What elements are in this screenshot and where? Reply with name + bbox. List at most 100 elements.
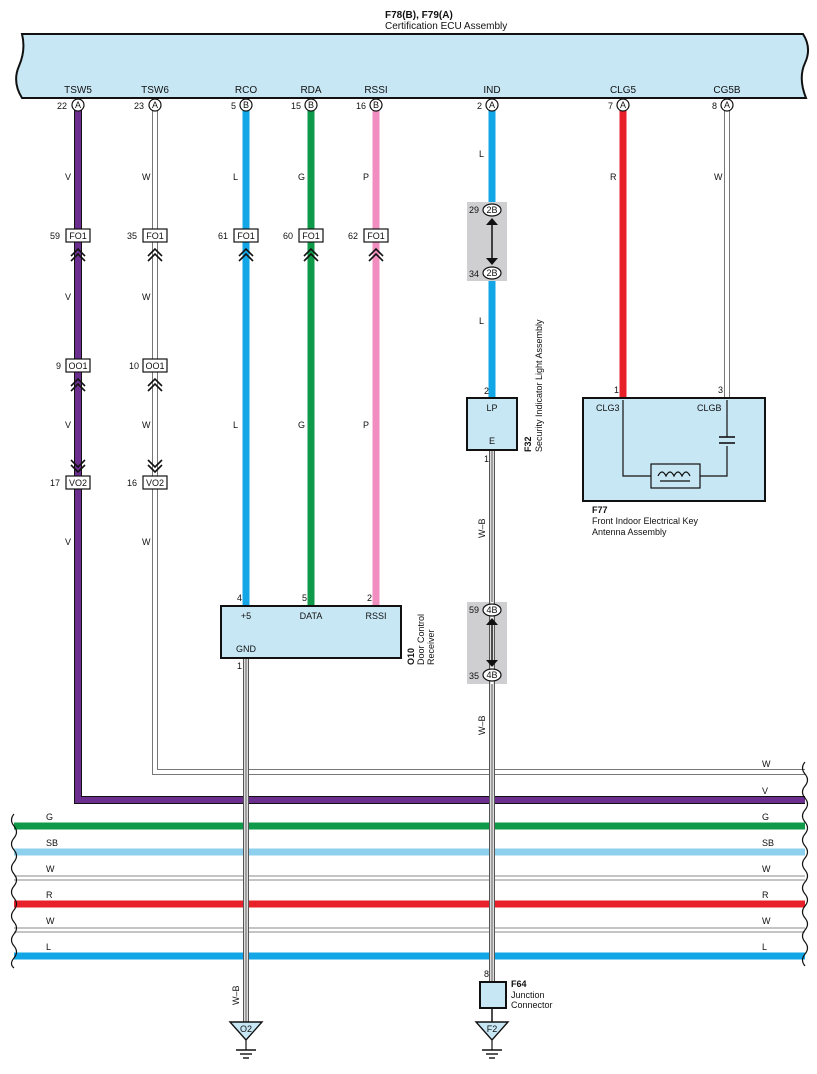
ground-o2-icon: O2: [228, 1021, 264, 1059]
wire-label-tsw5-2: V: [65, 292, 71, 302]
svg-text:5: 5: [231, 101, 236, 111]
wire-label-rssi-2: P: [363, 420, 369, 430]
svg-text:10: 10: [129, 361, 139, 371]
ecu-terminal-rda: 15 B: [291, 98, 318, 112]
bus-label-w1-left: W: [46, 864, 55, 874]
svg-text:O10: O10: [406, 648, 416, 665]
svg-text:+5: +5: [241, 611, 251, 621]
bus-label-w2-left: W: [46, 916, 55, 926]
ecu-pin-rda: RDA: [300, 85, 321, 96]
bus-label-l-left: L: [46, 942, 51, 952]
svg-text:8: 8: [484, 969, 489, 979]
ecu-name: Certification ECU Assembly: [385, 21, 507, 32]
vo2-connector-17: 17 VO2: [50, 459, 91, 490]
wire-label-rco-2: L: [233, 420, 238, 430]
svg-text:62: 62: [348, 231, 358, 241]
svg-text:Security Indicator Light Assem: Security Indicator Light Assembly: [534, 319, 544, 452]
ecu-pin-clg5: CLG5: [610, 85, 637, 96]
svg-text:B: B: [373, 100, 379, 110]
wire-label-clg5-1: R: [610, 172, 617, 182]
wire-tsw5-core: [75, 108, 805, 803]
svg-text:FO1: FO1: [146, 231, 164, 241]
svg-text:B: B: [243, 100, 249, 110]
bus-label-l-right: L: [762, 942, 767, 952]
ecu-ids: F78(B), F79(A): [385, 10, 453, 21]
svg-text:1: 1: [484, 454, 489, 464]
svg-text:3: 3: [718, 385, 723, 395]
ecu-terminal-tsw6: 23 A: [134, 98, 162, 112]
f64-component: 8 F64 Junction Connector: [479, 969, 553, 1010]
fo1-connector-61: 61 FO1: [218, 228, 259, 262]
svg-text:35: 35: [127, 231, 137, 241]
wire-label-cg5b-1: W: [714, 172, 723, 182]
ecu-pin-tsw5: TSW5: [64, 85, 92, 96]
svg-text:OO1: OO1: [68, 361, 87, 371]
wire-label-tsw6-2: W: [142, 292, 151, 302]
wire-label-tsw5-1: V: [65, 172, 71, 182]
svg-text:29: 29: [469, 205, 479, 215]
svg-text:22: 22: [57, 101, 67, 111]
fo1-connector-59: 59 FO1: [50, 228, 91, 262]
oo1-connector-10: 10 OO1: [129, 358, 168, 392]
svg-text:DATA: DATA: [300, 611, 323, 621]
bus-label-w1-right: W: [762, 864, 771, 874]
svg-text:LP: LP: [486, 403, 497, 413]
svg-text:A: A: [75, 100, 81, 110]
svg-text:Junction: Junction: [511, 990, 545, 1000]
ecu-box: [15, 33, 809, 99]
svg-text:4B: 4B: [486, 605, 497, 615]
svg-text:F77: F77: [592, 505, 608, 515]
bus-break-left: [10, 813, 18, 969]
svg-text:Front Indoor Electrical Key: Front Indoor Electrical Key: [592, 516, 699, 526]
bus-label-g-right: G: [762, 812, 769, 822]
wire-label-ind-1: L: [479, 149, 484, 159]
bus-label-v-right: V: [762, 786, 768, 796]
svg-text:FO1: FO1: [302, 231, 320, 241]
svg-text:Connector: Connector: [511, 1000, 553, 1010]
svg-text:60: 60: [283, 231, 293, 241]
svg-text:A: A: [620, 100, 626, 110]
svg-text:CLG3: CLG3: [596, 403, 620, 413]
svg-text:FO1: FO1: [237, 231, 255, 241]
wire-label-tsw6-1: W: [142, 172, 151, 182]
bus-label-r-right: R: [762, 890, 769, 900]
ecu-pin-rssi: RSSI: [364, 85, 387, 96]
svg-text:O2: O2: [240, 1024, 252, 1034]
svg-text:Door Control: Door Control: [416, 614, 426, 665]
svg-text:61: 61: [218, 231, 228, 241]
svg-text:VO2: VO2: [69, 478, 87, 488]
ecu-terminal-ind: 2 A: [477, 98, 499, 112]
ground-f2-icon: F2: [474, 1021, 510, 1059]
f77-component: 1 3 CLG3 CLGB F77 Front Indoor Electrica…: [582, 385, 766, 537]
wire-label-o10-wb: W–B: [231, 985, 241, 1005]
wire-tsw6-core: [153, 108, 805, 774]
wire-label-rda-1: G: [298, 172, 305, 182]
svg-text:OO1: OO1: [145, 361, 164, 371]
wire-label-tsw6-4: W: [142, 537, 151, 547]
junction-2b: 29 2B 34 2B: [467, 202, 507, 281]
svg-text:RSSI: RSSI: [365, 611, 386, 621]
wire-label-tsw5-4: V: [65, 537, 71, 547]
svg-text:17: 17: [50, 478, 60, 488]
svg-text:16: 16: [127, 478, 137, 488]
fo1-connector-35: 35 FO1: [127, 228, 168, 262]
svg-text:A: A: [489, 100, 495, 110]
bus-label-g-left: G: [46, 812, 53, 822]
ecu-pin-cg5b: CG5B: [713, 85, 741, 96]
svg-text:59: 59: [50, 231, 60, 241]
svg-text:1: 1: [614, 385, 619, 395]
wire-label-ind-2: L: [479, 316, 484, 326]
svg-text:F2: F2: [487, 1024, 498, 1034]
svg-text:FO1: FO1: [69, 231, 87, 241]
f32-component: 2 LP E 1 F32 Security Indicator Light As…: [466, 319, 544, 464]
svg-text:1: 1: [237, 661, 242, 671]
ecu-terminal-tsw5: 22 A: [57, 98, 85, 112]
svg-text:A: A: [152, 100, 158, 110]
ecu-terminal-rco: 5 B: [231, 98, 253, 112]
ecu-terminal-clg5: 7 A: [608, 98, 630, 112]
vo2-connector-16: 16 VO2: [127, 459, 168, 490]
o10-component: 4 5 2 +5 DATA RSSI GND 1 O10 Door Contro…: [220, 593, 436, 671]
bus-label-sb-left: SB: [46, 838, 58, 848]
wire-label-rssi-1: P: [363, 172, 369, 182]
